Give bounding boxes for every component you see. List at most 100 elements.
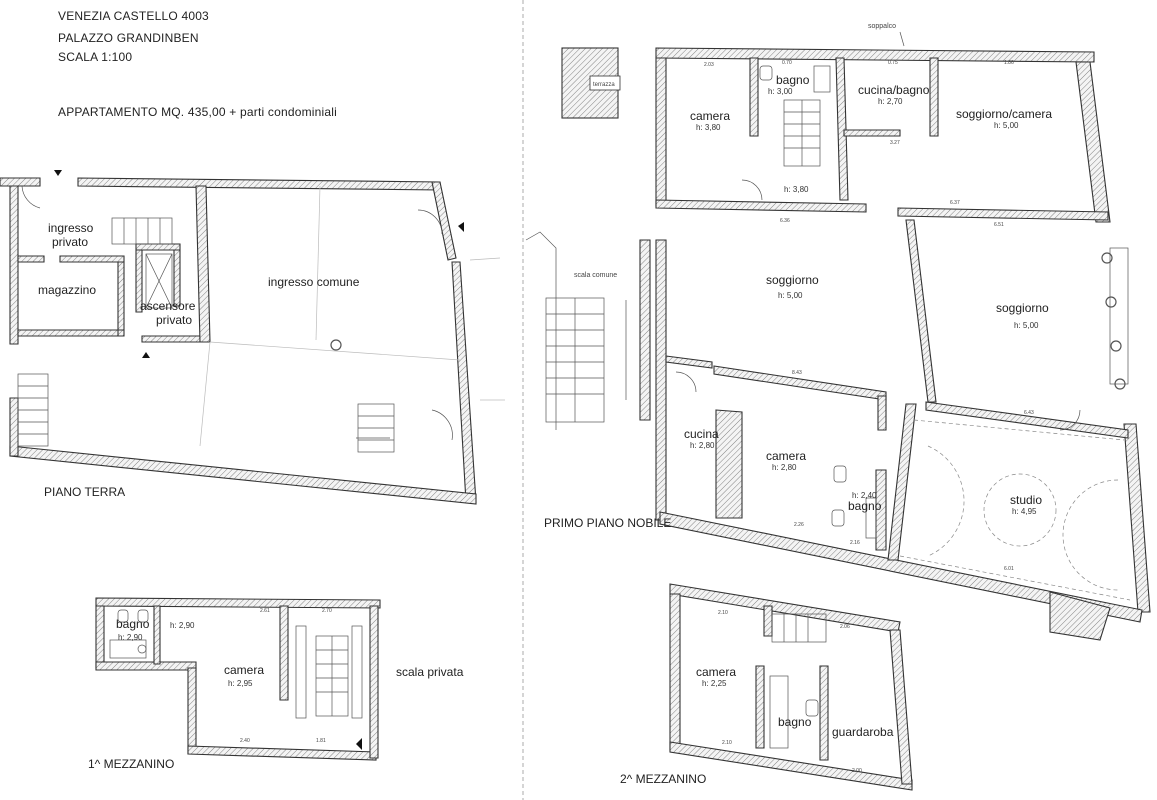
address-line: VENEZIA CASTELLO 4003 bbox=[58, 9, 209, 23]
svg-text:2.26: 2.26 bbox=[794, 522, 804, 528]
svg-text:2.40: 2.40 bbox=[240, 738, 250, 744]
pt-stair-left bbox=[17, 373, 49, 447]
pp-bagno2-h: h: 2,40 bbox=[852, 491, 877, 500]
pp-left-wall bbox=[655, 239, 667, 521]
primo-piano-plan: terrazza bbox=[525, 23, 1151, 641]
svg-text:2.00: 2.00 bbox=[852, 768, 862, 774]
m2-left-wall bbox=[669, 593, 681, 751]
svg-text:2.10: 2.10 bbox=[718, 610, 728, 616]
m1-left-wall bbox=[95, 605, 105, 669]
mezzanino-2-plan: 2.10 2.06 2.10 2.00 camera h: 2,25 bagno… bbox=[620, 583, 913, 791]
svg-text:2.06: 2.06 bbox=[840, 624, 850, 630]
pp-soppalco: soppalco bbox=[868, 23, 896, 30]
pt-ascensore-wall bbox=[135, 243, 205, 343]
pt-central-wall bbox=[195, 185, 211, 343]
svg-text:2.61: 2.61 bbox=[260, 608, 270, 614]
pt-ingresso-privato-1: ingresso bbox=[48, 221, 94, 235]
area-summary: APPARTAMENTO MQ. 435,00 + parti condomin… bbox=[58, 105, 338, 119]
m2-title: 2^ MEZZANINO bbox=[620, 772, 706, 786]
pp-studio-label: studio bbox=[1010, 493, 1042, 507]
pp-title: PRIMO PIANO NOBILE bbox=[544, 516, 671, 530]
pp-right-wall bbox=[1075, 61, 1111, 223]
m1-anti-h: h: 2,90 bbox=[170, 621, 195, 630]
section-mark-icon bbox=[54, 170, 62, 176]
piano-terra-plan: ingresso privato magazzino ascensore pri… bbox=[0, 170, 505, 505]
pp-camera1-h: h: 3,80 bbox=[696, 123, 721, 132]
pt-magazzino-wall bbox=[17, 255, 125, 337]
mezzanino-1-plan: 2.61 2.70 2.40 1.81 bagno h: 2,90 h: 2,9… bbox=[88, 597, 464, 771]
svg-text:3.27: 3.27 bbox=[890, 140, 900, 146]
pp-left-wall-top bbox=[655, 57, 667, 207]
m1-right-wall bbox=[369, 605, 379, 759]
pp-bagno2-label: bagno bbox=[848, 499, 882, 513]
pp-soggiorno1-label: soggiorno bbox=[766, 273, 819, 287]
pt-column bbox=[330, 339, 342, 351]
pp-cucina-label: cucina bbox=[684, 427, 719, 441]
pp-scala-comune-label: scala comune bbox=[574, 272, 617, 279]
m2-right-wall bbox=[889, 629, 913, 785]
pp-soggiorno1-h: h: 5,00 bbox=[778, 291, 803, 300]
terrazza-label: terrazza bbox=[593, 82, 615, 88]
pt-title: PIANO TERRA bbox=[44, 485, 125, 499]
pt-door-swing bbox=[417, 209, 443, 235]
m2-bagno-label: bagno bbox=[778, 715, 812, 729]
pt-stair-right bbox=[356, 403, 395, 453]
pp-corridoio-h: h: 3,80 bbox=[784, 185, 809, 194]
pp-camera1-label: camera bbox=[690, 109, 730, 123]
m1-title: 1^ MEZZANINO bbox=[88, 757, 174, 771]
svg-text:2.03: 2.03 bbox=[704, 62, 714, 68]
pp-bagno1-label: bagno bbox=[776, 73, 810, 87]
svg-text:2.70: 2.70 bbox=[322, 608, 332, 614]
pp-scala-comune bbox=[545, 297, 627, 423]
pp-bottom-wall bbox=[659, 511, 1143, 623]
m1-top-wall bbox=[95, 597, 381, 609]
m2-bottom-wall bbox=[669, 741, 913, 791]
pt-top-wall bbox=[0, 177, 441, 191]
svg-text:8.43: 8.43 bbox=[792, 370, 802, 376]
svg-text:6.43: 6.43 bbox=[1024, 410, 1034, 416]
m1-camera-h: h: 2,95 bbox=[228, 679, 253, 688]
pt-private-stair bbox=[111, 217, 173, 245]
m1-bottom-wall bbox=[187, 745, 377, 761]
pp-soggiorno-camera-label: soggiorno/camera bbox=[956, 107, 1052, 121]
pp-soggiorno-camera-h: h: 5,00 bbox=[994, 121, 1019, 130]
pp-cucina-bagno-label: cucina/bagno bbox=[858, 83, 930, 97]
m2-camera-h: h: 2,25 bbox=[702, 679, 727, 688]
pp-bagno1-h: h: 3,00 bbox=[768, 87, 793, 96]
m2-top-wall bbox=[669, 583, 901, 633]
pt-ascensore-2: privato bbox=[156, 313, 192, 327]
m1-bagno-label: bagno bbox=[116, 617, 150, 631]
svg-text:2.10: 2.10 bbox=[722, 740, 732, 746]
svg-text:6.37: 6.37 bbox=[950, 200, 960, 206]
pt-magazzino-label: magazzino bbox=[38, 283, 96, 297]
pp-cucina-h: h: 2,80 bbox=[690, 441, 715, 450]
pp-top-wall bbox=[655, 47, 1095, 63]
pp-studio-h: h: 4,95 bbox=[1012, 507, 1037, 516]
pp-soggiorno2-h: h: 5,00 bbox=[1014, 321, 1039, 330]
svg-text:0.70: 0.70 bbox=[782, 60, 792, 66]
svg-text:6.01: 6.01 bbox=[1004, 566, 1014, 572]
m2-guardaroba-label: guardaroba bbox=[832, 725, 894, 739]
pp-studio-dome bbox=[983, 473, 1057, 547]
svg-text:1.86: 1.86 bbox=[1004, 60, 1014, 66]
building-name: PALAZZO GRANDINBEN bbox=[58, 31, 199, 45]
svg-text:0.75: 0.75 bbox=[888, 60, 898, 66]
m1-bagno-h: h: 2,90 bbox=[118, 633, 143, 642]
pp-soggiorno2-label: soggiorno bbox=[996, 301, 1049, 315]
pp-balcony bbox=[1109, 247, 1129, 385]
svg-text:1.81: 1.81 bbox=[316, 738, 326, 744]
svg-text:2.16: 2.16 bbox=[850, 540, 860, 546]
pt-ingresso-comune-label: ingresso comune bbox=[268, 275, 360, 289]
m2-stair bbox=[771, 613, 827, 643]
pp-camera2-h: h: 2,80 bbox=[772, 463, 797, 472]
pt-ingresso-privato-2: privato bbox=[52, 235, 88, 249]
m1-camera-label: camera bbox=[224, 663, 264, 677]
m1-scala-privata: scala privata bbox=[396, 665, 464, 679]
svg-text:6.51: 6.51 bbox=[994, 222, 1004, 228]
pt-left-wall bbox=[9, 185, 19, 457]
pt-ascensore-1: ascensore bbox=[140, 299, 196, 313]
m2-camera-label: camera bbox=[696, 665, 736, 679]
svg-text:6.36: 6.36 bbox=[780, 218, 790, 224]
pp-internal-stair bbox=[783, 99, 821, 167]
